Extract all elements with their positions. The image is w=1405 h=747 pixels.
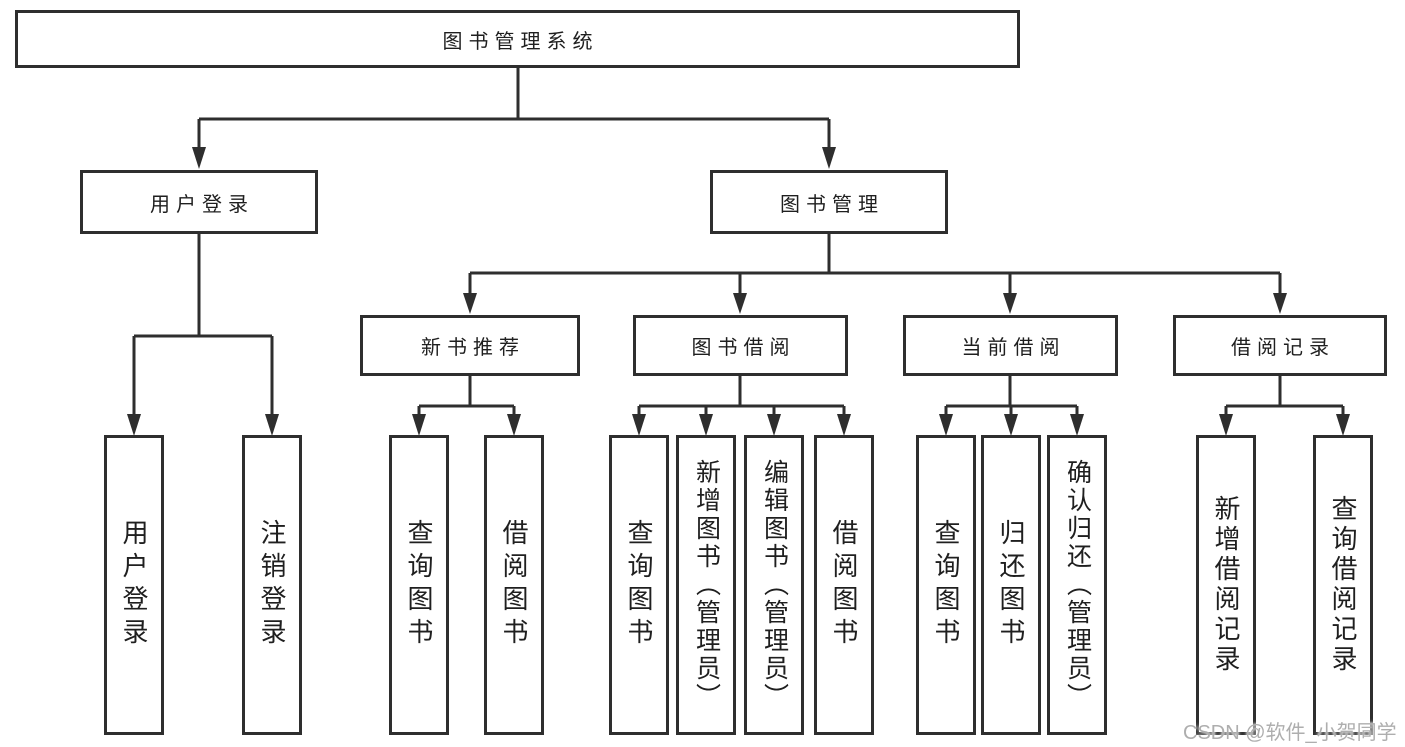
node-label: 新增借阅记录 [1211, 495, 1241, 675]
arrowhead-icon [1219, 414, 1233, 436]
arrowhead-icon [1004, 414, 1018, 436]
leaf-return-books: 归还图书 [981, 435, 1041, 735]
node-label: 用户登录 [119, 519, 149, 651]
csdn-watermark: CSDN @软件_小贺同学 [1183, 722, 1397, 744]
node-user-login: 用户登录 [80, 170, 318, 234]
arrowhead-icon [699, 414, 713, 436]
leaf-add-books-admin: 新增图书（管理员） [676, 435, 736, 735]
node-book-management: 图书管理 [710, 170, 948, 234]
arrowhead-icon [192, 147, 206, 169]
arrowhead-icon [127, 414, 141, 436]
connector-newbook-to-leaves [412, 376, 521, 436]
connector-current-to-leaves [939, 376, 1084, 436]
leaf-borrow-books-recommend: 借阅图书 [484, 435, 544, 735]
arrowhead-icon [265, 414, 279, 436]
leaf-edit-books-admin: 编辑图书（管理员） [744, 435, 804, 735]
arrowhead-icon [837, 414, 851, 436]
connector-root-to-level2 [192, 68, 836, 169]
leaf-query-borrow-record: 查询借阅记录 [1313, 435, 1373, 735]
node-book-management-system: 图书管理系统 [15, 10, 1020, 68]
leaf-logout: 注销登录 [242, 435, 302, 735]
leaf-query-books-borrowing: 查询图书 [609, 435, 669, 735]
node-current-borrowing: 当前借阅 [903, 315, 1118, 376]
connector-borrow-to-leaves [632, 376, 851, 436]
connector-records-to-leaves [1219, 376, 1350, 436]
arrowhead-icon [507, 414, 521, 436]
arrowhead-icon [822, 147, 836, 169]
arrowhead-icon [632, 414, 646, 436]
node-label: 查询图书 [624, 519, 654, 651]
node-label: 查询图书 [404, 519, 434, 651]
node-new-book-recommendation: 新书推荐 [360, 315, 580, 376]
node-book-borrowing: 图书借阅 [633, 315, 848, 376]
arrowhead-icon [463, 293, 477, 314]
arrowhead-icon [733, 293, 747, 314]
node-label: 归还图书 [996, 519, 1026, 651]
arrowhead-icon [1070, 414, 1084, 436]
arrowhead-icon [1336, 414, 1350, 436]
node-label: 编辑图书（管理员） [760, 459, 789, 711]
node-label: 借阅图书 [499, 519, 529, 651]
node-label: 图书借阅 [691, 337, 796, 359]
node-borrowing-records: 借阅记录 [1173, 315, 1387, 376]
node-label: 图书管理 [780, 193, 884, 216]
leaf-borrow-books: 借阅图书 [814, 435, 874, 735]
node-label: 查询借阅记录 [1328, 495, 1358, 675]
node-label: 确认归还（管理员） [1063, 459, 1092, 711]
node-label: 当前借阅 [961, 337, 1066, 359]
node-label: 借阅记录 [1231, 337, 1335, 359]
leaf-query-books-recommend: 查询图书 [389, 435, 449, 735]
arrowhead-icon [939, 414, 953, 436]
arrowhead-icon [767, 414, 781, 436]
node-label: 借阅图书 [829, 519, 859, 651]
leaf-confirm-return-admin: 确认归还（管理员） [1047, 435, 1107, 735]
node-label: 用户登录 [150, 193, 254, 216]
connector-mgmt-to-level3 [463, 234, 1287, 314]
arrowhead-icon [412, 414, 426, 436]
leaf-query-books-current: 查询图书 [916, 435, 976, 735]
node-label: 新增图书（管理员） [692, 459, 721, 711]
node-label: 查询图书 [931, 519, 961, 651]
arrowhead-icon [1003, 293, 1017, 314]
arrowhead-icon [1273, 293, 1287, 314]
leaf-user-login: 用户登录 [104, 435, 164, 735]
node-label: 图书管理系统 [442, 30, 599, 53]
connector-login-to-leaves [127, 234, 279, 436]
leaf-add-borrow-record: 新增借阅记录 [1196, 435, 1256, 735]
node-label: 新书推荐 [421, 337, 525, 359]
node-label: 注销登录 [257, 519, 287, 651]
